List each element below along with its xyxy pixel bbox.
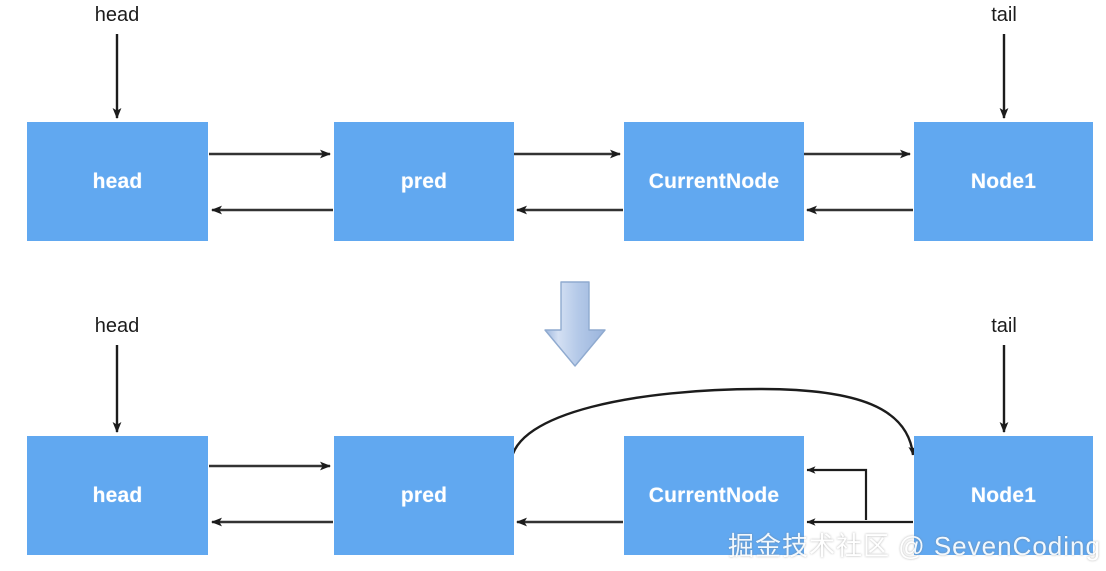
node-label: head xyxy=(92,483,143,507)
node-pred-bottom[interactable]: pred xyxy=(334,436,514,555)
tail-pointer-label-top: tail xyxy=(991,4,1017,26)
node-node1-bottom[interactable]: Node1 xyxy=(914,436,1093,555)
node-label: CurrentNode xyxy=(648,483,780,507)
head-pointer-label-bottom: head xyxy=(94,315,140,337)
node-head-top[interactable]: head xyxy=(27,122,208,241)
node-node1-top[interactable]: Node1 xyxy=(914,122,1093,241)
node-currentnode-top[interactable]: CurrentNode xyxy=(624,122,804,241)
node-label: pred xyxy=(400,483,448,507)
node-currentnode-bottom[interactable]: CurrentNode xyxy=(624,436,804,555)
head-pointer-label-top: head xyxy=(94,4,140,26)
node-label: Node1 xyxy=(970,169,1037,193)
node-label: CurrentNode xyxy=(648,169,780,193)
node-label: pred xyxy=(400,169,448,193)
node-label: head xyxy=(92,169,143,193)
tail-pointer-label-bottom: tail xyxy=(991,315,1017,337)
node-label: Node1 xyxy=(970,483,1037,507)
node-pred-top[interactable]: pred xyxy=(334,122,514,241)
node-head-bottom[interactable]: head xyxy=(27,436,208,555)
arrow-currentnode-self-loop xyxy=(806,466,868,520)
down-arrow-icon xyxy=(544,281,606,367)
